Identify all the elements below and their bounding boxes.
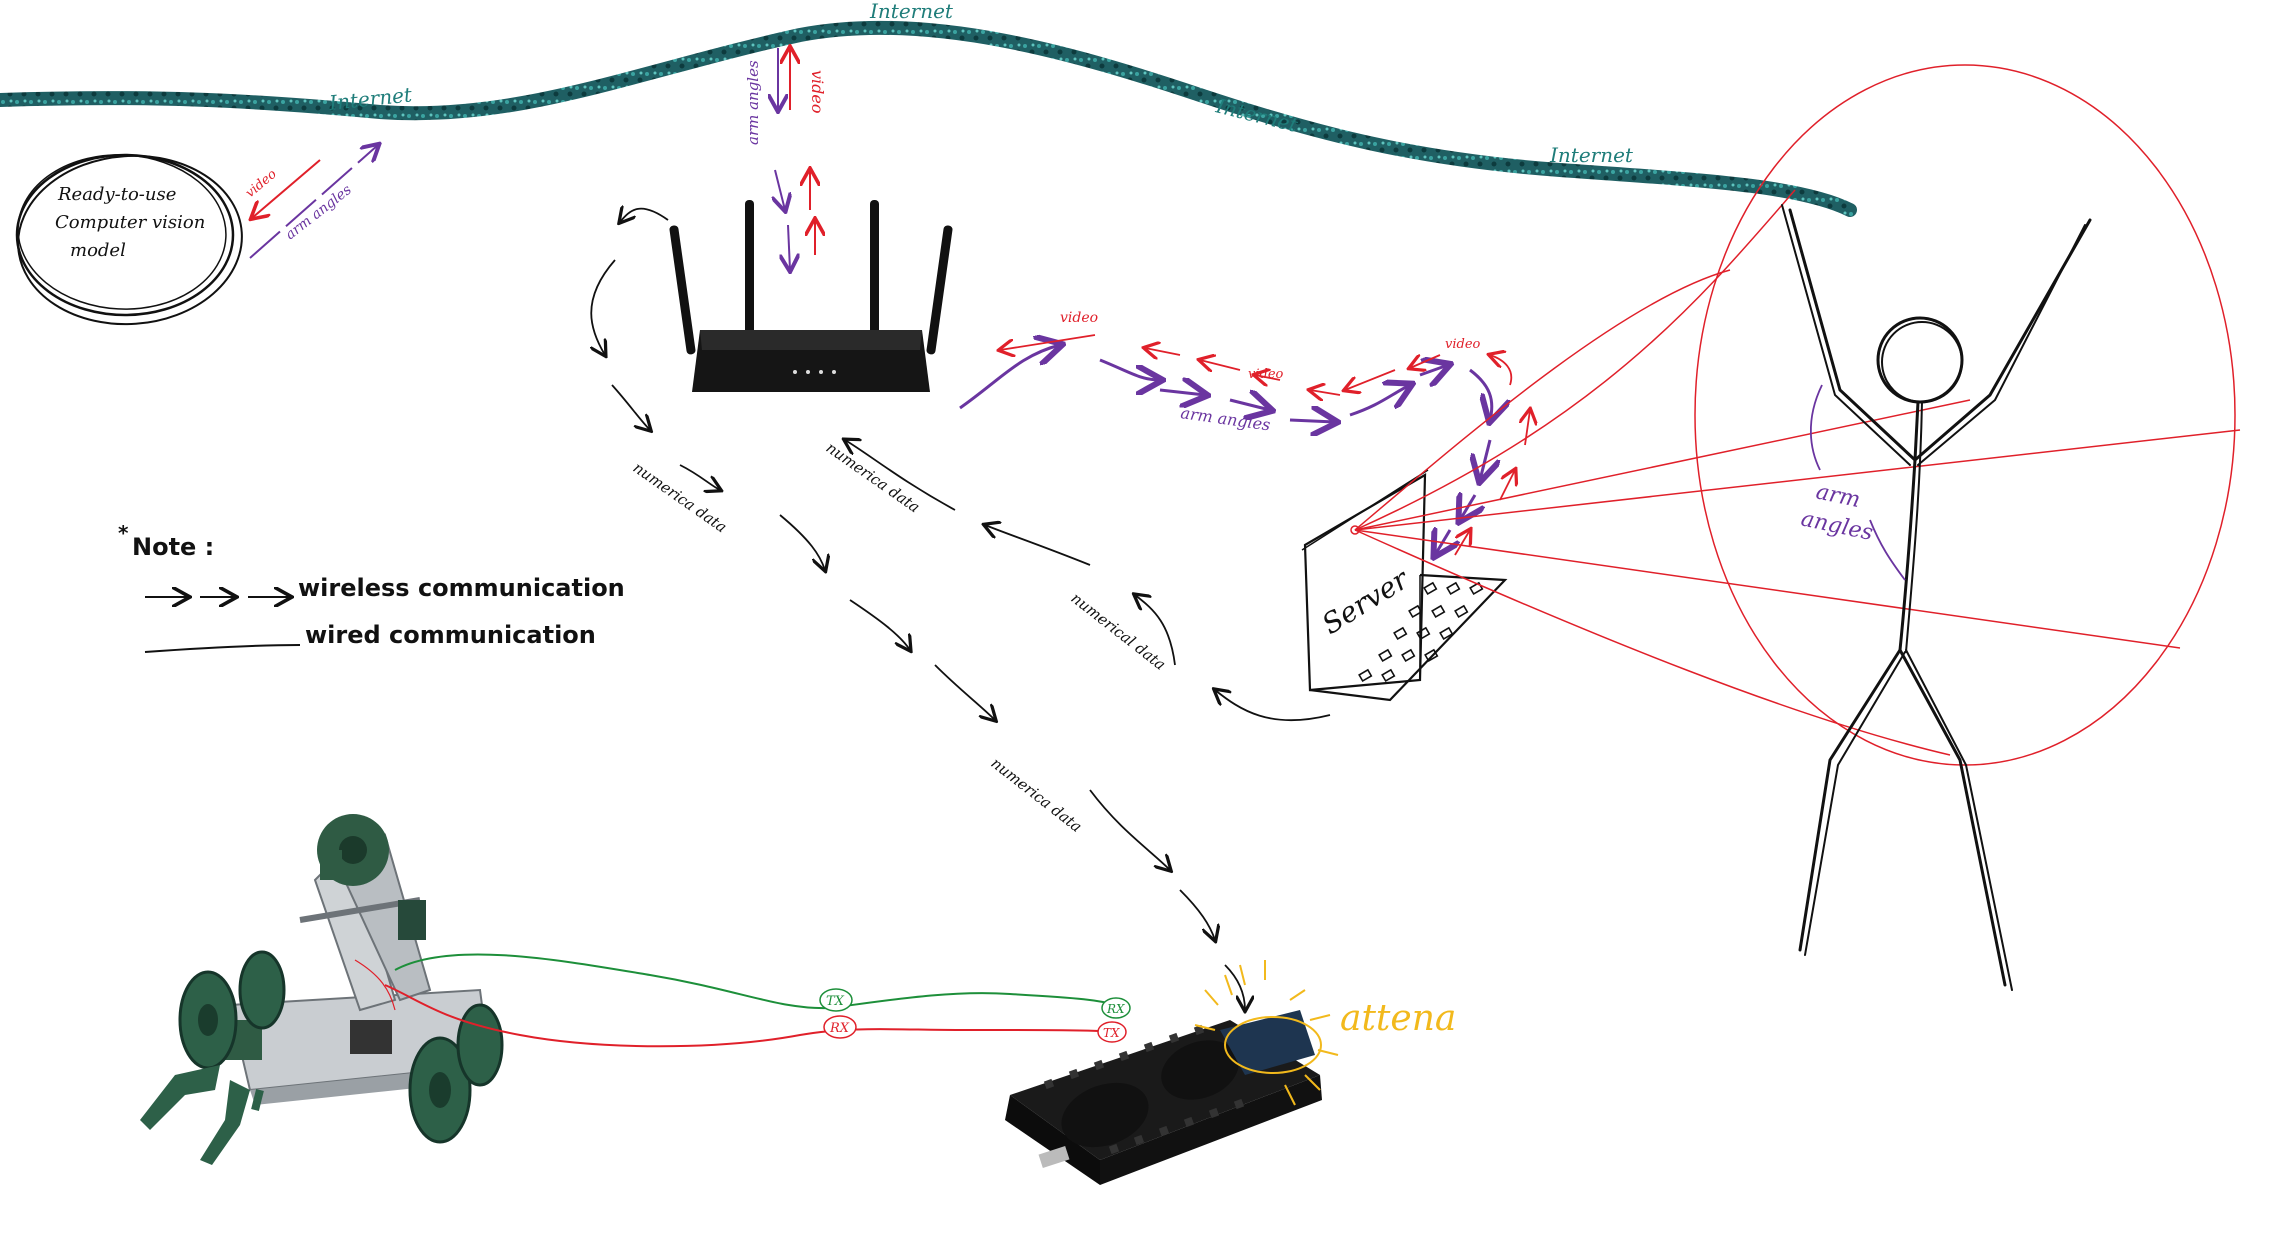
figure-arm-label: arm	[1814, 479, 1863, 513]
tx-left-label: TX	[826, 994, 845, 1009]
camera-view-lines	[1354, 64, 2241, 766]
wiring-labels: TX RX RX TX	[819, 988, 1131, 1043]
cv-model-line-1: Ready-to-use	[57, 184, 176, 205]
stick-figure	[1781, 204, 2092, 991]
figure-angles-label: angles	[1799, 506, 1875, 546]
wireless-video-label: video	[1060, 310, 1098, 326]
rx-left-label: RX	[829, 1021, 850, 1036]
robot-image	[140, 814, 504, 1165]
data-arrows	[611, 384, 1331, 1010]
legend-star: *	[118, 521, 129, 545]
data-label-router-down: numerica data	[630, 459, 730, 537]
data-label-server-up: numerical data	[1068, 589, 1170, 674]
data-label-to-board: numerica data	[988, 754, 1086, 836]
data-label-router-up: numerica data	[823, 439, 923, 517]
legend-wireless: wireless communication	[298, 574, 625, 602]
cv-model-arrows: video arm angles	[243, 145, 378, 259]
router-arm-label: arm angles	[744, 60, 762, 145]
antenna-label: attena	[1340, 998, 1456, 1039]
tx-right-label: TX	[1103, 1026, 1120, 1040]
wireless-video-label: video	[1248, 367, 1284, 382]
cv-arm-label: arm angles	[283, 182, 355, 243]
router-internet-arrows: video arm angles	[744, 48, 827, 270]
wireless-path: video video video arm angles	[959, 310, 1530, 555]
cv-model-line-2: Computer vision	[55, 212, 205, 233]
microcontroller-board	[1005, 1010, 1322, 1185]
legend-wired: wired communication	[305, 621, 596, 649]
antenna-highlight: attena	[1194, 960, 1456, 1106]
wiring	[354, 953, 1121, 1048]
figure-arm-angles: arm angles	[1799, 384, 1906, 581]
cv-model: Ready-to-use Computer vision model	[15, 153, 243, 326]
legend: * Note : wireless communication wired co…	[118, 521, 625, 653]
internet-label: Internet	[1213, 93, 1301, 137]
legend-title: Note :	[132, 533, 214, 561]
rx-right-label: RX	[1106, 1002, 1125, 1016]
wireless-video-label: video	[1445, 337, 1481, 352]
cv-video-label: video	[243, 167, 280, 201]
internet-label: Internet	[1549, 143, 1634, 167]
router-image	[669, 200, 953, 392]
router-video-label: video	[808, 70, 827, 114]
internet-band: Internet Internet Internet Internet	[0, 0, 1857, 217]
router-wired-arrows	[591, 209, 669, 355]
cv-model-line-3: model	[70, 240, 126, 261]
internet-label: Internet	[869, 0, 954, 23]
